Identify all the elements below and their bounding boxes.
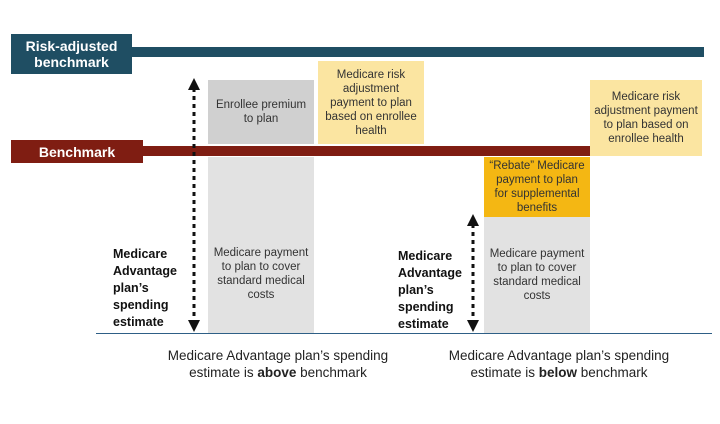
baseline bbox=[96, 333, 712, 334]
rebate-box: “Rebate” Medicare payment to plan for su… bbox=[484, 157, 590, 217]
left-standard-costs-box: Medicare payment to plan to cover standa… bbox=[208, 157, 314, 333]
left-caption: Medicare Advantage plan’s spending estim… bbox=[167, 348, 389, 380]
enrollee-premium-box: Enrollee premium to plan bbox=[208, 80, 314, 144]
right-standard-costs-box: Medicare payment to plan to cover standa… bbox=[484, 217, 590, 333]
left-spending-arrow bbox=[188, 78, 200, 332]
right-caption: Medicare Advantage plan’s spending estim… bbox=[448, 348, 670, 380]
right-risk-adjustment-box: Medicare risk adjustment payment to plan… bbox=[590, 80, 702, 156]
risk-adjusted-benchmark-line bbox=[120, 47, 704, 57]
risk-adjusted-benchmark-label: Risk-adjusted benchmark bbox=[11, 34, 132, 74]
right-spending-estimate-label: Medicare Advantage plan’s spending estim… bbox=[398, 249, 462, 331]
risk-adjusted-label-line2: benchmark bbox=[34, 54, 109, 70]
benchmark-line bbox=[120, 146, 590, 156]
left-risk-adjustment-box: Medicare risk adjustment payment to plan… bbox=[318, 61, 424, 144]
risk-adjusted-label-line1: Risk-adjusted bbox=[25, 38, 118, 54]
benchmark-label: Benchmark bbox=[11, 140, 143, 163]
right-spending-arrow bbox=[467, 214, 479, 332]
left-spending-estimate-label: Medicare Advantage plan’s spending estim… bbox=[113, 247, 177, 329]
